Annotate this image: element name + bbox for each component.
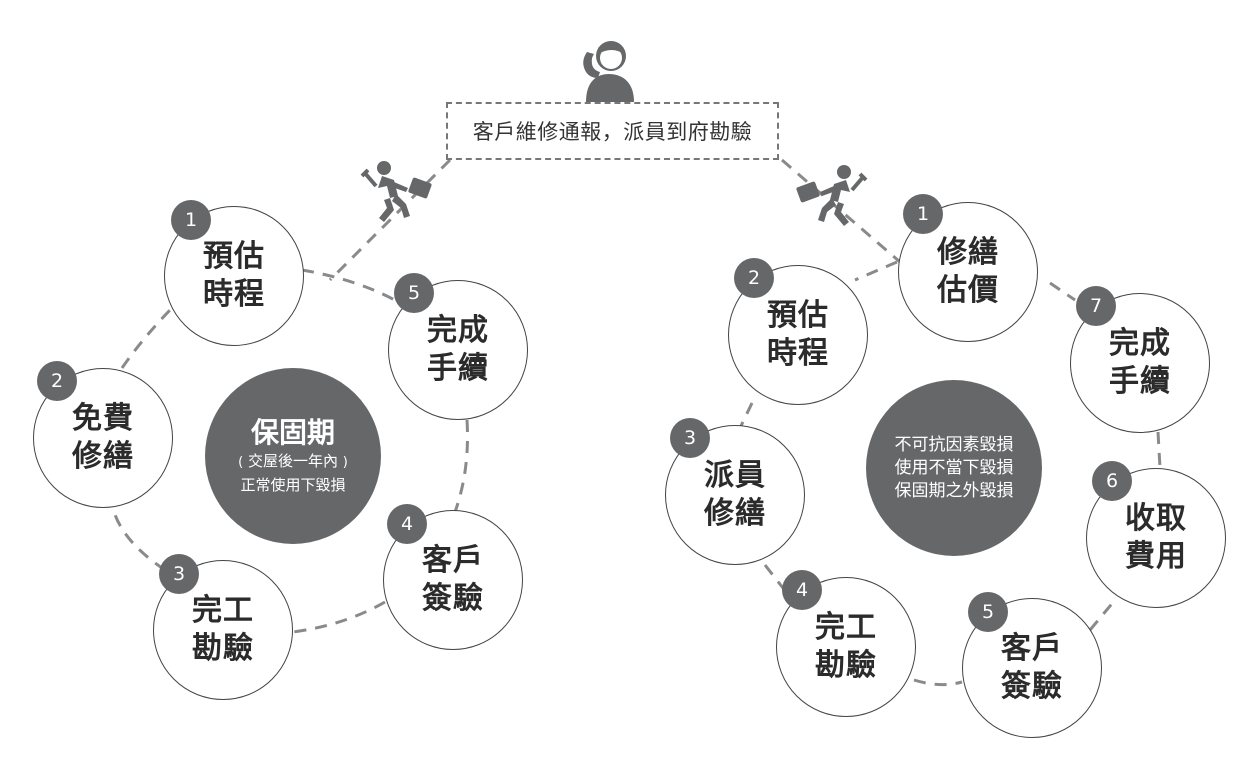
warranty-subtitle: 交屋後一年內 (247, 452, 338, 470)
step-number-badge: 4 (782, 570, 822, 610)
step-label-line1: 收取 (1125, 501, 1187, 536)
step-label-line1: 修繕 (937, 235, 999, 270)
warranty-note: 正常使用下毀損 (240, 476, 346, 494)
technician-running-icon (792, 162, 868, 232)
step-label-line2: 估價 (937, 273, 999, 308)
step-label-line2: 時程 (767, 336, 829, 371)
warranty-paren-open: ( (238, 455, 244, 470)
step-label-line2: 勘驗 (815, 648, 877, 683)
step-number-badge: 6 (1092, 461, 1132, 501)
connector-left-1-5 (301, 268, 401, 305)
warranty-step-4: 客戶 簽驗 (383, 510, 523, 650)
step-label-line1: 預估 (203, 239, 265, 274)
connector-right-3-4 (763, 564, 792, 598)
connector-box-right (781, 158, 901, 264)
step-label-line1: 客戶 (422, 543, 484, 578)
step-label-line1: 完工 (815, 610, 877, 645)
step-label-line1: 客戶 (1001, 631, 1063, 666)
step-label-line2: 修繕 (704, 496, 766, 531)
paid-step-3: 派員 修繕 (665, 425, 805, 565)
paid-note-line: 保固期之外毀損 (894, 480, 1014, 501)
connector-right-1-2 (854, 260, 898, 282)
step-label-line2: 簽驗 (422, 581, 484, 616)
report-text: 客戶維修通報，派員到府勘驗 (472, 120, 753, 144)
step-label-line1: 預估 (767, 298, 829, 333)
warranty-subtitle-row: ( 交屋後一年內 ) (238, 450, 348, 474)
step-label-line1: 完工 (192, 593, 254, 628)
step-label-line2: 手續 (427, 351, 489, 386)
paid-note-line: 使用不當下毀損 (894, 457, 1014, 478)
step-number-badge: 1 (903, 194, 943, 234)
connector-right-7-1 (1049, 281, 1076, 302)
step-number-badge: 4 (387, 504, 427, 544)
phone-call-person-icon (578, 36, 640, 102)
step-label-line2: 費用 (1125, 539, 1187, 574)
connector-box-left (328, 158, 452, 282)
step-label-line2: 簽驗 (1001, 669, 1063, 704)
connector-right-6-7 (1156, 431, 1162, 469)
connector-left-3-2 (110, 504, 166, 572)
warranty-center-circle: 保固期 ( 交屋後一年內 ) 正常使用下毀損 (205, 368, 381, 544)
step-number-badge: 2 (734, 258, 774, 298)
connector-left-2-1 (120, 303, 177, 369)
step-label-line1: 派員 (704, 458, 766, 493)
step-number-badge: 5 (394, 273, 434, 313)
paid-step-6: 收取 費用 (1086, 468, 1226, 608)
step-number-badge: 7 (1076, 286, 1116, 326)
step-label-line2: 手續 (1109, 364, 1171, 399)
paid-center-circle: 不可抗因素毀損 使用不當下毀損 保固期之外毀損 (866, 380, 1042, 556)
step-label-line1: 免費 (72, 401, 134, 436)
paid-note-line: 不可抗因素毀損 (894, 434, 1014, 455)
connector-left-4-3 (292, 600, 386, 634)
step-number-badge: 3 (670, 418, 710, 458)
step-label-line2: 時程 (203, 277, 265, 312)
connector-right-5-6 (1088, 599, 1117, 631)
connector-right-2-3 (738, 402, 754, 429)
connector-left-5-4 (453, 419, 469, 513)
step-label-line2: 修繕 (72, 439, 134, 474)
technician-running-icon (360, 158, 436, 226)
step-label-line1: 完成 (1109, 326, 1171, 361)
step-label-line2: 勘驗 (192, 631, 254, 666)
step-number-badge: 3 (159, 554, 199, 594)
connector-right-4-5 (913, 678, 963, 687)
step-label-line1: 完成 (427, 313, 489, 348)
warranty-title: 保固期 (250, 416, 335, 449)
step-number-badge: 5 (968, 592, 1008, 632)
step-number-badge: 2 (37, 361, 77, 401)
warranty-paren-close: ) (342, 455, 348, 470)
report-box: 客戶維修通報，派員到府勘驗 (446, 102, 779, 160)
step-number-badge: 1 (171, 200, 211, 240)
